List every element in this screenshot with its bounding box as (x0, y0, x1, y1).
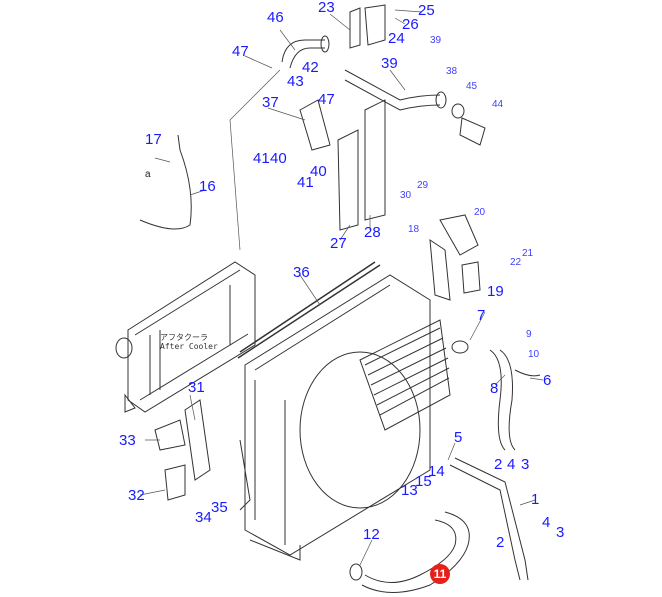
part-label-17[interactable]: 17 (145, 131, 162, 148)
part-label-31[interactable]: 31 (188, 379, 205, 396)
part-label-4b[interactable]: 4 (542, 514, 551, 531)
part-label-43[interactable]: 43 (287, 73, 304, 90)
part-label-20[interactable]: 20 (474, 207, 486, 218)
part-label-19[interactable]: 19 (487, 283, 504, 300)
part-label-37[interactable]: 37 (262, 94, 279, 111)
part-label-36[interactable]: 36 (293, 264, 310, 281)
part-label-15[interactable]: 15 (415, 473, 432, 490)
part-label-10[interactable]: 10 (528, 349, 540, 360)
part-label-47[interactable]: 47 (232, 43, 249, 60)
part-label-40b[interactable]: 40 (310, 163, 327, 180)
part-label-6[interactable]: 6 (543, 372, 552, 389)
part-label-39[interactable]: 39 (381, 55, 398, 72)
part-label-38[interactable]: 38 (446, 66, 458, 77)
part-label-32[interactable]: 32 (128, 487, 145, 504)
part-label-16[interactable]: 16 (199, 178, 216, 195)
part-label-29[interactable]: 29 (417, 180, 429, 191)
part-label-41b[interactable]: 41 (297, 174, 314, 191)
part-label-2b[interactable]: 2 (496, 534, 505, 551)
part-label-26[interactable]: 26 (402, 16, 419, 33)
part-label-45[interactable]: 45 (466, 81, 478, 92)
part-label-28[interactable]: 28 (364, 224, 381, 241)
part-label-14[interactable]: 14 (428, 463, 445, 480)
part-label-42[interactable]: 42 (302, 59, 319, 76)
part-label-44[interactable]: 44 (492, 99, 504, 110)
part-label-40[interactable]: 40 (270, 150, 287, 167)
radiator-part (237, 261, 451, 561)
part-label-33[interactable]: 33 (119, 432, 136, 449)
part-label-23[interactable]: 23 (318, 0, 335, 16)
part-label-3b[interactable]: 3 (556, 524, 565, 541)
part-label-18[interactable]: 18 (408, 224, 420, 235)
part-label-2[interactable]: 2 (494, 456, 503, 473)
part-label-5[interactable]: 5 (454, 429, 463, 446)
part-label-39-small[interactable]: 39 (430, 35, 442, 46)
part-label-3[interactable]: 3 (521, 456, 530, 473)
part-label-34[interactable]: 34 (195, 509, 212, 526)
after-cooler-part (115, 261, 256, 413)
ref-label-a: a (145, 169, 151, 180)
after-cooler-caption-jp: アフタクーラ (160, 333, 208, 342)
highlighted-part-label-11[interactable]: 11 (430, 564, 450, 584)
part-label-35[interactable]: 35 (211, 499, 228, 516)
part-label-12[interactable]: 12 (363, 526, 380, 543)
part-label-8[interactable]: 8 (490, 380, 499, 397)
part-label-46[interactable]: 46 (267, 9, 284, 26)
part-label-41[interactable]: 41 (253, 150, 270, 167)
part-label-21[interactable]: 21 (522, 248, 534, 259)
part-label-24[interactable]: 24 (388, 30, 405, 47)
part-label-22[interactable]: 22 (510, 257, 522, 268)
part-label-47b[interactable]: 47 (318, 91, 335, 108)
part-label-7[interactable]: 7 (477, 307, 486, 324)
part-label-1[interactable]: 1 (531, 491, 540, 508)
after-cooler-caption-en: After Cooler (160, 342, 218, 351)
hoses-part (139, 4, 541, 593)
part-label-13[interactable]: 13 (401, 482, 418, 499)
part-label-4[interactable]: 4 (507, 456, 516, 473)
leader-lines (139, 9, 544, 566)
part-label-25[interactable]: 25 (418, 2, 435, 19)
part-label-27[interactable]: 27 (330, 235, 347, 252)
part-label-9[interactable]: 9 (526, 329, 532, 340)
part-label-30[interactable]: 30 (400, 190, 412, 201)
